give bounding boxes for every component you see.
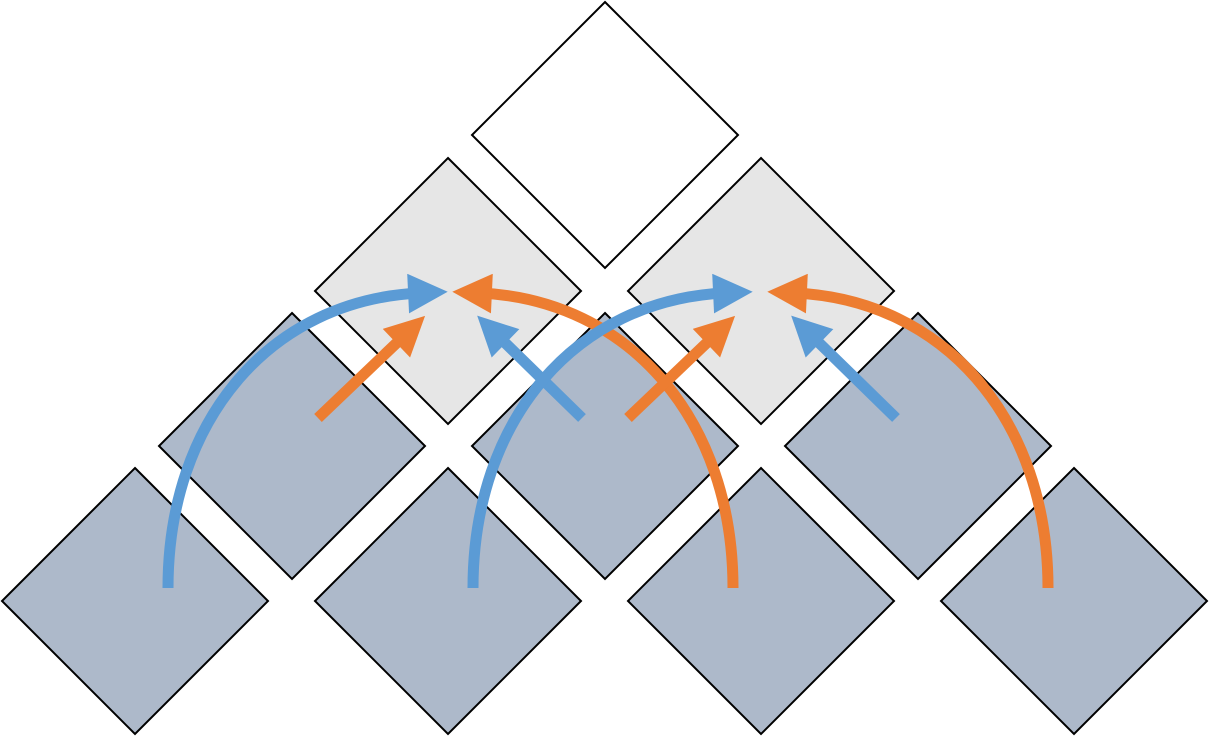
bottom-diamond-tile-4 bbox=[939, 466, 1209, 736]
orange-diagonal-arrow-left bbox=[314, 315, 426, 422]
blue-diagonal-arrow-right bbox=[791, 315, 900, 422]
bottom-diamond-tile-2 bbox=[313, 466, 583, 736]
blue-curved-arrow-right bbox=[467, 273, 753, 589]
blue-curved-arrow-left bbox=[162, 273, 448, 589]
arrows bbox=[162, 273, 1054, 589]
bottom-diamond-tile-3 bbox=[626, 466, 896, 736]
orange-curved-arrow-right bbox=[767, 273, 1054, 589]
top-diamond-tile-1 bbox=[470, 0, 740, 270]
bottom-diamond-tile-1 bbox=[0, 466, 270, 736]
orange-diagonal-arrow-right bbox=[624, 315, 736, 422]
